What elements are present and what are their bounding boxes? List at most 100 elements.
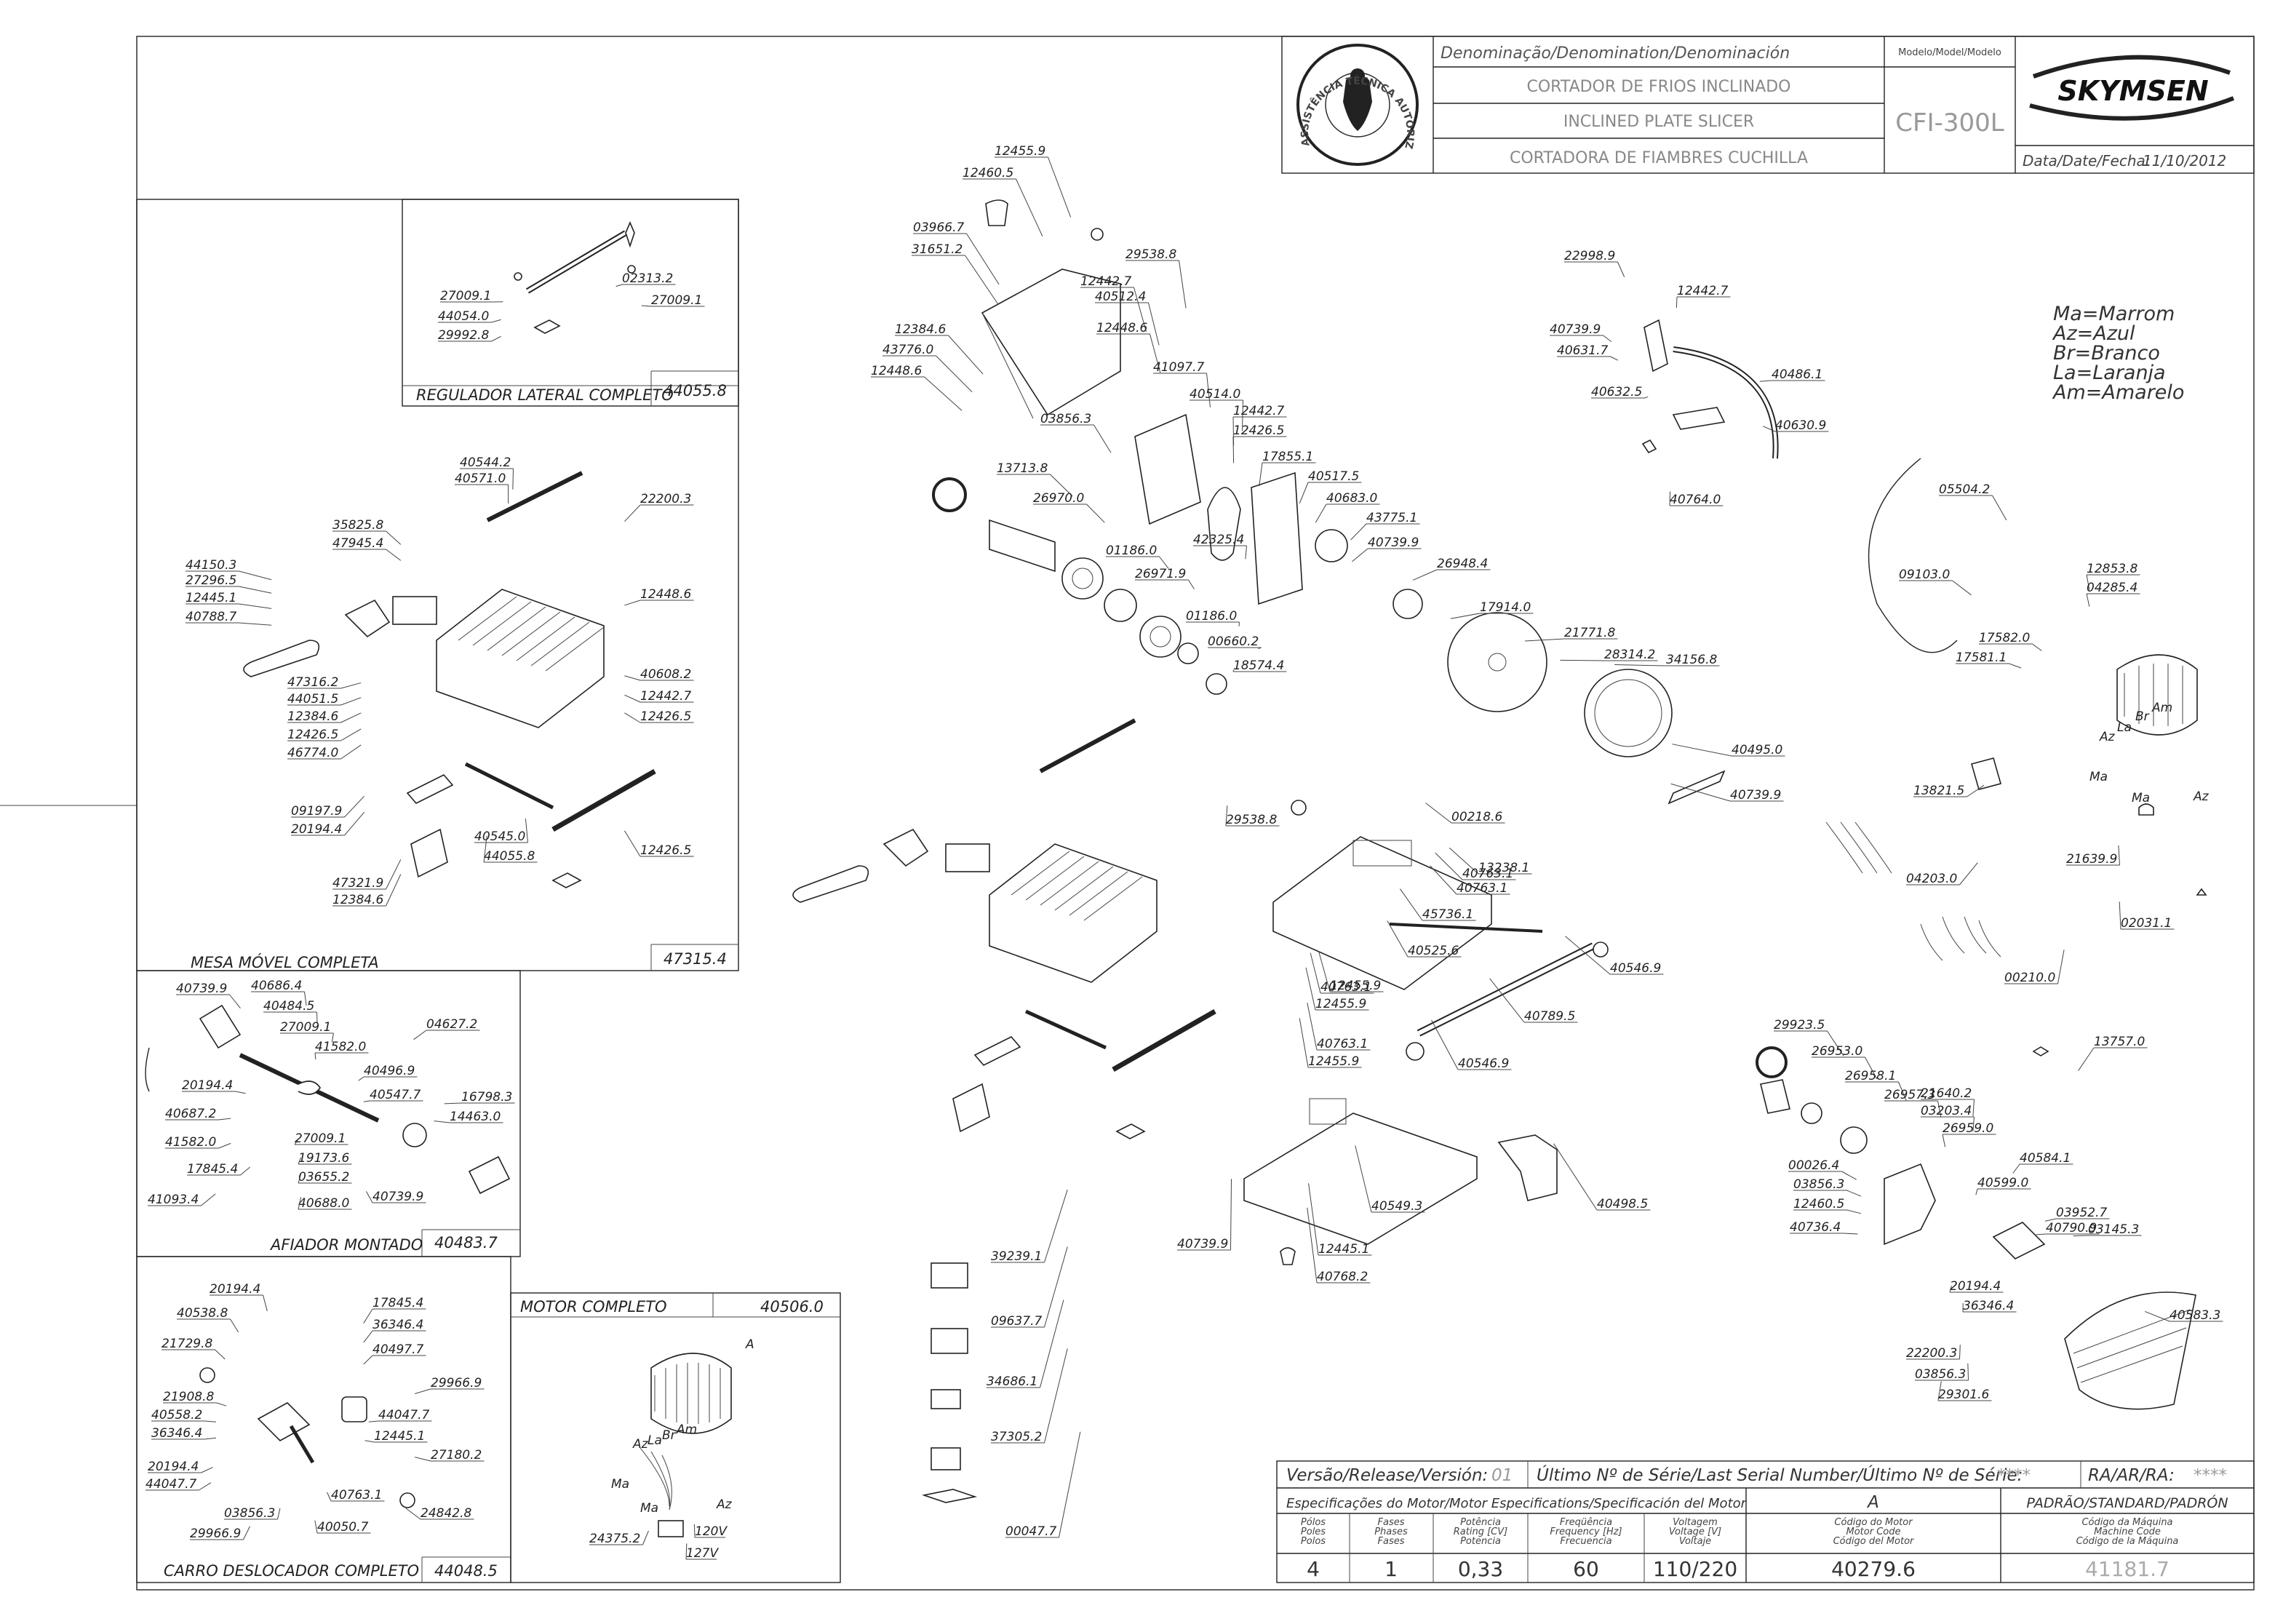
- model-header: Modelo/Model/Modelo: [1898, 47, 2001, 58]
- part-number-label: 40687.2: [165, 1107, 216, 1121]
- part-number-label: 44051.5: [287, 692, 338, 706]
- leader-line: [205, 1438, 216, 1439]
- part-number-label: 36346.4: [151, 1426, 202, 1441]
- part-number-label: 12384.6: [332, 893, 383, 907]
- leader-line: [624, 713, 640, 723]
- part-number-label: 29301.6: [1938, 1388, 1989, 1402]
- part-number-label: 00210.0: [2004, 971, 2055, 985]
- part-number-label: 21771.8: [1564, 626, 1615, 640]
- part-number-label: 47321.9: [332, 876, 383, 891]
- release-value: 01: [1491, 1466, 1513, 1485]
- part-number-label: 03856.3: [1040, 412, 1091, 426]
- leader-line: [624, 505, 640, 522]
- denomination-header: Denominação/Denomination/Denominación: [1441, 44, 1790, 63]
- leader-line: [1960, 863, 1978, 885]
- part-number-label: 40050.7: [317, 1520, 368, 1535]
- part-number-label: 20194.4: [1950, 1279, 2001, 1294]
- part-number-label: 40545.0: [474, 829, 525, 844]
- part-number-label: 00026.4: [1788, 1158, 1839, 1173]
- wire-color-legend: Ma=Marrom Az=Azul Br=Branco La=Laranja A…: [2052, 303, 2184, 404]
- brand-name: SKYMSEN: [2057, 75, 2208, 107]
- part-number-label: 12384.6: [287, 709, 338, 724]
- serial-label: Último Nº de Série/Last Serial Number/Úl…: [1537, 1465, 2023, 1485]
- part-number-label: 40496.9: [364, 1064, 415, 1078]
- part-number-label: 20194.4: [148, 1460, 199, 1474]
- part-number-label: 40739.9: [1730, 788, 1781, 803]
- leader-line: [239, 623, 272, 625]
- leader-line: [215, 1350, 226, 1359]
- part-number-label: 02313.2: [622, 271, 673, 286]
- leader-line: [1645, 397, 1649, 398]
- leader-line: [345, 796, 364, 817]
- part-number-label: 19173.6: [298, 1151, 349, 1166]
- leader-line: [341, 698, 362, 705]
- leader-line: [1968, 1364, 1969, 1380]
- leader-line: [236, 1091, 246, 1094]
- part-number-label: Am: [2151, 701, 2172, 715]
- leader-line: [925, 377, 963, 410]
- part-number-label: 44150.3: [186, 558, 236, 573]
- spec-column-value: 0,33: [1458, 1557, 1503, 1581]
- leader-line: [1189, 580, 1195, 589]
- part-number-label: 40739.9: [372, 1190, 423, 1204]
- part-number-label: 16798.3: [461, 1090, 512, 1104]
- leader-line: [525, 819, 527, 843]
- section-code: 44055.8: [664, 382, 727, 399]
- leader-line: [231, 1319, 239, 1332]
- part-number-label: 17581.1: [1956, 650, 2007, 665]
- part-number-label: 29966.9: [431, 1376, 482, 1390]
- part-number-label: 12426.5: [1233, 423, 1284, 438]
- part-number-label: 29966.9: [190, 1527, 241, 1541]
- leader-line: [1953, 581, 1972, 595]
- leader-line: [1315, 504, 1326, 522]
- part-number-label: Am: [676, 1422, 697, 1437]
- leader-line: [239, 586, 272, 593]
- leader-line: [359, 1077, 364, 1080]
- part-number-label: 44047.7: [378, 1408, 429, 1422]
- part-number-label: 40514.0: [1190, 387, 1240, 402]
- part-number-label: 27009.1: [280, 1020, 331, 1035]
- part-number-label: 12445.1: [186, 591, 236, 605]
- part-number-label: 26959.0: [1943, 1121, 1993, 1136]
- part-number-label: 40497.7: [372, 1342, 423, 1357]
- leader-line: [1672, 744, 1732, 756]
- part-number-label: 40544.2: [460, 455, 511, 470]
- section-title: REGULADOR LATERAL COMPLETO: [416, 386, 674, 404]
- leader-line: [434, 1121, 450, 1123]
- part-number-label: 12426.5: [640, 843, 691, 858]
- leader-line: [341, 682, 362, 688]
- part-number-label: 40630.9: [1775, 418, 1826, 433]
- leader-line: [2033, 644, 2042, 650]
- part-number-label: 39239.1: [991, 1249, 1042, 1264]
- leader-line: [413, 1030, 426, 1040]
- part-number-label: 20194.4: [182, 1078, 233, 1093]
- spec-column-value: 60: [1573, 1557, 1599, 1581]
- part-number-label: 46774.0: [287, 746, 338, 760]
- leader-line: [230, 995, 241, 1008]
- part-number-label: 29992.8: [438, 328, 489, 343]
- part-number-label: 42325.4: [1193, 533, 1244, 547]
- part-number-label: 35825.8: [332, 518, 383, 533]
- part-number-label: 27296.5: [186, 573, 236, 588]
- part-number-label: 37305.2: [991, 1430, 1042, 1444]
- leader-line: [1179, 260, 1187, 308]
- part-number-label: 12455.9: [1315, 997, 1366, 1011]
- part-number-label: 40484.5: [263, 999, 314, 1014]
- leader-line: [1611, 357, 1618, 360]
- leader-line: [492, 336, 501, 341]
- part-number-label: 26953.0: [1812, 1044, 1862, 1059]
- part-number-label: A: [745, 1337, 754, 1352]
- leader-line: [369, 1421, 378, 1422]
- right-motor-assembly: [1826, 458, 2206, 960]
- part-number-label: 40546.9: [1458, 1056, 1509, 1071]
- part-number-label: 28314.2: [1604, 648, 1655, 662]
- part-number-label: Ma: [2132, 791, 2150, 805]
- leader-line: [2013, 1164, 2020, 1173]
- serial-value: ****: [1997, 1466, 2031, 1485]
- part-number-label: 47945.4: [332, 536, 383, 551]
- leader-line: [345, 812, 364, 835]
- part-number-label: 09637.7: [991, 1314, 1042, 1329]
- motor-spec-label: Especificações do Motor/Motor Especifica…: [1286, 1496, 1748, 1511]
- part-number-label: 22200.3: [640, 492, 691, 506]
- leader-line: [202, 1194, 216, 1206]
